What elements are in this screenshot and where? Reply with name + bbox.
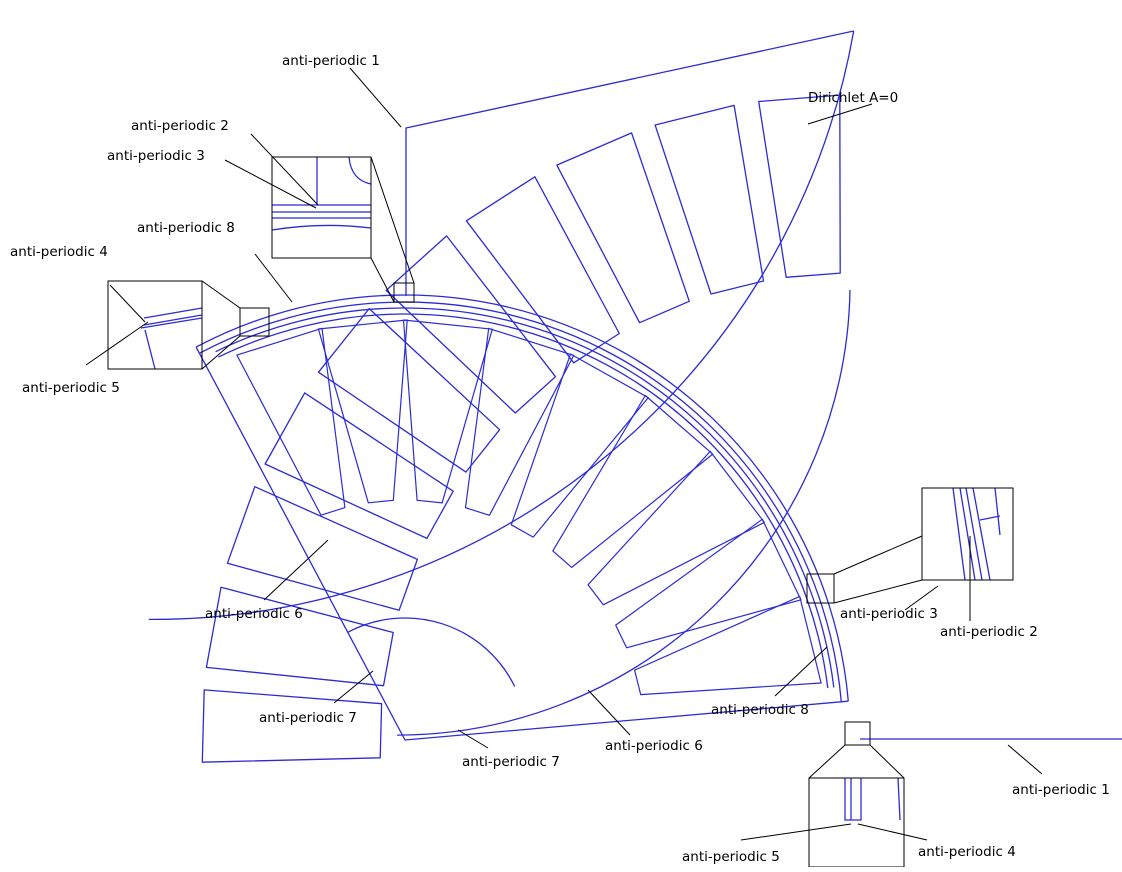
geometry-layer: [140, 30, 1122, 821]
label-ap8-bottom: anti-periodic 8: [711, 702, 809, 718]
rotor-airgap-line-3: [218, 313, 829, 689]
stator-slot: [264, 392, 454, 540]
leader-ap7-bottom: [457, 729, 489, 749]
leader-ap8-bottom: [774, 646, 828, 697]
rotor-slot: [634, 595, 822, 696]
zoom-right-detail: [952, 487, 1001, 581]
stator-slot: [654, 104, 765, 295]
leader-ap7-left: [333, 670, 374, 704]
connector: [201, 280, 241, 309]
rotor-slot: [510, 353, 649, 538]
stator-slot: [205, 586, 394, 687]
label-ap2-right: anti-periodic 2: [940, 624, 1038, 640]
label-dirichlet: Dirichlet A=0: [808, 90, 898, 106]
stator-slot: [556, 132, 690, 324]
zoom-top-detail: [271, 156, 372, 231]
rotor-slot: [552, 394, 714, 568]
stator-inner-arc: [397, 289, 851, 736]
label-layer: anti-periodic 1 Dirichlet A=0 anti-perio…: [10, 53, 1110, 865]
stator-left-edge: [405, 30, 854, 296]
label-ap7-left: anti-periodic 7: [259, 710, 357, 726]
stator-slot: [317, 307, 501, 473]
rotor-boundary-edges: [195, 346, 849, 741]
stator-slot: [201, 689, 383, 763]
rotor-slot: [615, 518, 802, 649]
connector: [869, 744, 905, 779]
leader-ap4-bottom: [857, 823, 928, 841]
label-ap8-top: anti-periodic 8: [137, 220, 235, 236]
leader-ap6-left: [263, 539, 329, 601]
stator-slot: [226, 486, 419, 611]
label-ap3-top: anti-periodic 3: [107, 148, 205, 164]
stator-outer-arc: [148, 30, 855, 621]
leader-ap4-left: [109, 284, 146, 323]
leader-ap1-right: [1007, 744, 1043, 775]
zoom-inset-top: [271, 156, 372, 259]
rotor-slot: [317, 319, 408, 504]
label-ap5-bottom: anti-periodic 5: [682, 849, 780, 865]
leader-ap3-right: [904, 585, 939, 611]
zoom-inset-bottom: [808, 777, 905, 868]
leader-ap3-top: [224, 159, 317, 209]
stator-slot: [465, 176, 620, 364]
label-ap7-bottom: anti-periodic 7: [462, 754, 560, 770]
rotor-slot: [402, 319, 493, 504]
annotation-layer: [85, 67, 1043, 868]
label-ap3-right: anti-periodic 3: [840, 606, 938, 622]
rotor-slot: [587, 450, 765, 606]
stator-slot: [385, 235, 557, 414]
rotor-outer-arc: [195, 294, 849, 702]
zoom-source-right: [806, 573, 835, 604]
connector: [833, 535, 923, 575]
connector: [833, 579, 923, 604]
label-ap2-top: anti-periodic 2: [131, 118, 229, 134]
rotor-slot: [464, 327, 575, 516]
rotor-airgap-line-2: [215, 307, 835, 688]
leader-dirichlet: [807, 103, 873, 125]
connector: [201, 335, 241, 370]
rotor-slot: [236, 327, 346, 516]
zoom-left-detail: [140, 307, 203, 370]
zoom-source-left: [239, 307, 270, 337]
leader-ap2-top: [250, 133, 319, 206]
label-ap6-left: anti-periodic 6: [205, 606, 303, 622]
leader-ap8-top: [254, 253, 293, 303]
leader-ap5-left: [85, 321, 149, 366]
zoom-inset-left: [107, 280, 203, 370]
leader-ap6-bottom: [587, 689, 631, 736]
label-ap1-right: anti-periodic 1: [1012, 782, 1110, 798]
label-ap4-left: anti-periodic 4: [10, 244, 108, 260]
zoom-source-bottom: [844, 721, 871, 746]
label-ap1-top: anti-periodic 1: [282, 53, 380, 69]
zoom-bottom-detail: [844, 777, 901, 821]
leader-ap1-top: [349, 67, 402, 128]
rotor-airgap-line-1: [199, 301, 842, 702]
connector: [808, 744, 846, 779]
leader-ap5-bottom: [740, 823, 852, 841]
label-ap4-bottom: anti-periodic 4: [918, 844, 1016, 860]
connector: [370, 257, 395, 303]
stator-slot: [758, 94, 841, 278]
connector: [370, 156, 415, 284]
label-ap6-bottom: anti-periodic 6: [605, 738, 703, 754]
zoom-source-top: [393, 282, 415, 303]
shaft-arc: [347, 617, 516, 687]
zoom-inset-right: [921, 487, 1014, 581]
label-ap5-left: anti-periodic 5: [22, 380, 120, 396]
